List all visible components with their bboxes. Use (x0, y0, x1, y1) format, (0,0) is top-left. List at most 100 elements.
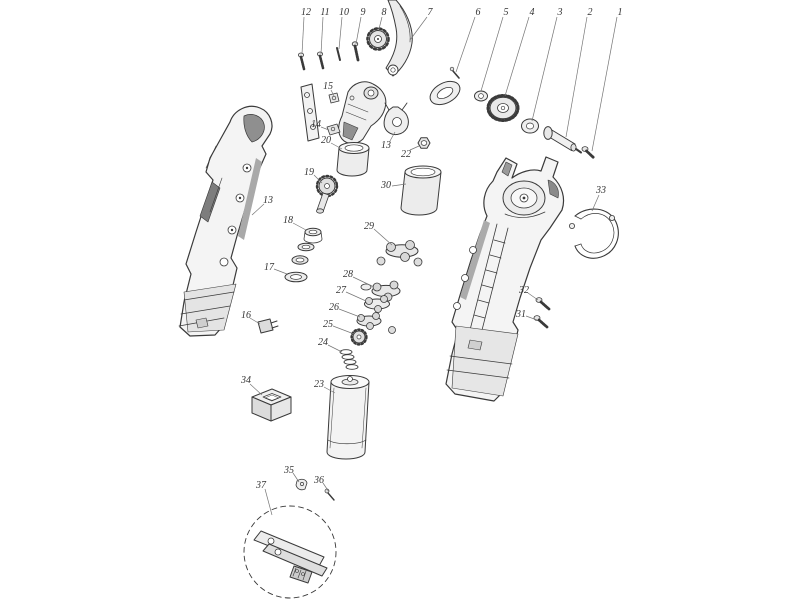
leader-line-4 (504, 16, 530, 97)
part-label-7: 7 (428, 7, 434, 18)
part-label-37: 37 (255, 480, 267, 491)
detail-view (243, 478, 337, 599)
part-label-17: 17 (264, 262, 275, 273)
part-label-34: 34 (240, 375, 251, 386)
part-screw-36 (324, 488, 335, 501)
detail-circle (243, 505, 337, 599)
part-adapter-34 (251, 388, 292, 422)
leader-line-16 (249, 317, 261, 325)
leader-line-19 (313, 174, 323, 184)
part-screw-31 (533, 315, 549, 329)
leader-line-11 (320, 16, 324, 55)
leader-line-15 (330, 89, 335, 97)
part-carrier-27 (364, 295, 390, 313)
leader-line-33 (591, 194, 600, 212)
part-sun-gear-25 (350, 328, 368, 346)
part-label-13a: 13 (381, 140, 391, 151)
part-label-31: 31 (515, 309, 526, 320)
leader-line-7 (409, 16, 428, 41)
part-label-33: 33 (595, 185, 606, 196)
leader-line-13b (251, 203, 265, 216)
part-gear-8 (366, 27, 390, 51)
part-clip-35 (295, 478, 308, 491)
part-washer-17 (284, 271, 308, 283)
part-cylinder-20 (336, 142, 370, 177)
part-label-15: 15 (323, 81, 333, 92)
part-carrier-28 (360, 280, 401, 302)
part-clip-15 (328, 92, 340, 104)
part-label-13b: 13 (263, 195, 273, 206)
part-label-20: 20 (321, 135, 331, 146)
part-label-24: 24 (318, 337, 328, 348)
part-washer-3 (521, 118, 539, 134)
part-label-19: 19 (304, 167, 314, 178)
leader-line-3 (531, 16, 558, 122)
leader-line-31 (525, 315, 538, 321)
part-label-6: 6 (476, 7, 481, 18)
leader-line-26 (338, 308, 361, 318)
part-pin-10 (336, 47, 341, 61)
leader-line-17 (273, 268, 288, 275)
leader-line-28 (352, 276, 375, 288)
part-label-25: 25 (323, 319, 333, 330)
part-label-4: 4 (530, 7, 535, 18)
part-label-10: 10 (339, 7, 349, 18)
leader-line-12 (301, 16, 305, 55)
part-label-28: 28 (343, 269, 353, 280)
part-label-14: 14 (311, 119, 321, 130)
part-spindle-2 (543, 126, 582, 154)
leader-line-23 (323, 386, 336, 394)
part-label-29: 29 (364, 221, 374, 232)
leader-line-25 (332, 325, 355, 335)
leader-line-10 (338, 16, 343, 50)
leader-line-5 (480, 16, 504, 92)
part-label-23: 23 (314, 379, 324, 390)
part-bevel-gear-4 (486, 94, 520, 122)
part-label-26: 26 (329, 302, 339, 313)
part-label-35: 35 (283, 465, 294, 476)
part-label-18: 18 (283, 215, 293, 226)
leader-line-29 (373, 228, 393, 246)
part-screw-11 (316, 51, 325, 70)
part-label-9: 9 (361, 7, 366, 18)
part-link-6 (429, 66, 461, 106)
part-label-1: 1 (618, 7, 623, 18)
part-washer-5 (474, 90, 488, 102)
part-clip-33 (569, 208, 619, 259)
part-label-16: 16 (241, 310, 251, 321)
part-housing-right (445, 156, 565, 402)
part-screw-12 (297, 52, 306, 71)
part-carrier-26 (356, 312, 396, 334)
leader-line-22 (409, 145, 420, 151)
part-label-32: 32 (518, 285, 529, 296)
leader-line-37 (264, 488, 273, 516)
part-bearings-18 (291, 227, 323, 265)
leader-line-36 (322, 482, 330, 493)
part-label-27: 27 (336, 285, 347, 296)
part-terminal-16 (257, 318, 279, 334)
part-label-2: 2 (588, 7, 593, 18)
part-label-5: 5 (504, 7, 509, 18)
part-blade-lever-7 (385, 0, 413, 77)
leader-line-14 (320, 126, 330, 131)
part-label-22: 22 (401, 149, 411, 160)
leader-line-1 (591, 16, 618, 152)
part-label-12: 12 (301, 7, 311, 18)
leader-line-34 (249, 383, 263, 396)
leader-line-30 (391, 183, 407, 187)
leader-line-32 (527, 292, 539, 301)
leader-line-24 (327, 344, 343, 353)
part-screw-32 (535, 297, 551, 311)
leader-line-35 (292, 472, 300, 483)
leader-line-6 (455, 16, 476, 73)
parts-layer (178, 0, 619, 599)
leader-line-18 (292, 222, 307, 231)
part-label-3: 3 (557, 7, 563, 18)
leader-line-20 (330, 142, 343, 150)
leader-line-27 (345, 291, 367, 302)
part-screw-9 (351, 41, 360, 62)
part-motor-23 (326, 375, 370, 460)
